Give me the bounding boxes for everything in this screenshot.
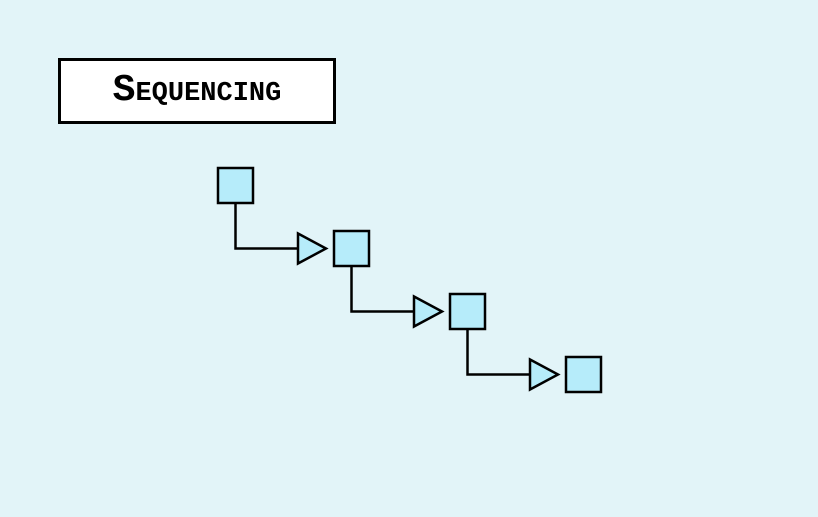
arrowhead-1 xyxy=(296,231,329,266)
sequence-node-4 xyxy=(564,355,603,394)
title-box: Sequencing xyxy=(58,58,336,124)
sequence-node-3 xyxy=(448,292,487,331)
connector-line-3 xyxy=(466,329,530,376)
sequence-node-1 xyxy=(216,166,255,205)
connector-line-2 xyxy=(350,266,414,313)
diagram-title: Sequencing xyxy=(112,69,282,112)
arrowhead-2 xyxy=(412,294,445,329)
connector-line-1 xyxy=(234,203,298,250)
arrowhead-3 xyxy=(528,357,561,392)
sequence-node-2 xyxy=(332,229,371,268)
